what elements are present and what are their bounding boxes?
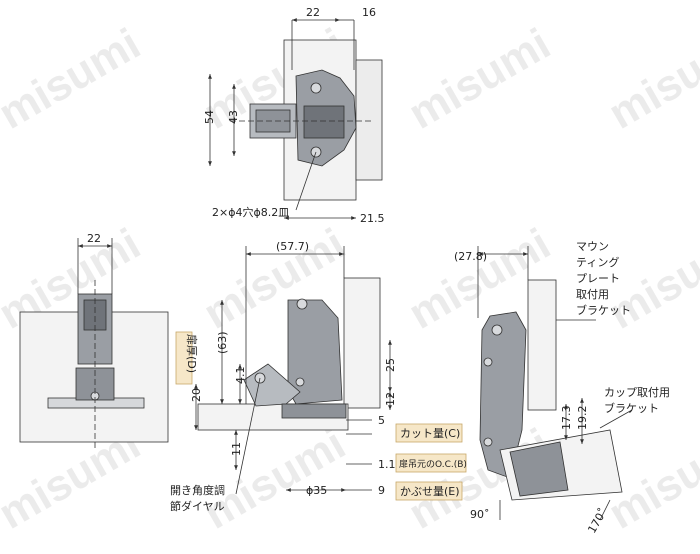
leader-line <box>235 377 261 495</box>
cut-amount-label: カット量(C) <box>400 427 460 440</box>
dim-label: (57.7) <box>276 240 309 253</box>
dim-label: 20 <box>190 388 203 402</box>
dim-label: 21.5 <box>360 212 385 225</box>
ext-line <box>599 499 611 521</box>
hinge-cup-side <box>281 403 347 419</box>
watermark-text: misumi <box>0 19 148 138</box>
dim-label: (63) <box>216 331 229 354</box>
watermark-text: misumi <box>401 19 559 138</box>
leader-line <box>295 151 317 211</box>
dim-label: 19.2 <box>576 406 589 431</box>
cup-label-line: ブラケット <box>604 401 659 415</box>
pivot-open <box>491 324 503 336</box>
dim-label: 22 <box>87 232 101 245</box>
dim-label: 25 <box>384 358 397 372</box>
hole-note: 2×ϕ4穴ϕ8.2皿 <box>212 205 289 219</box>
cut-amount-box <box>395 423 463 443</box>
angle-label: 170˚ <box>585 506 610 535</box>
mount-label-line: プレート <box>576 272 620 285</box>
watermark-text: misumi <box>601 19 700 138</box>
panel-edge <box>355 59 383 181</box>
mount-label-line: マウン <box>576 240 609 253</box>
cabinet-panel-open <box>527 279 557 411</box>
dial-label-line2: 節ダイヤル <box>170 499 225 513</box>
oc-box <box>395 453 467 473</box>
top-view <box>208 18 383 220</box>
open-view <box>477 246 633 521</box>
cabinet-panel <box>343 277 381 409</box>
pivot <box>296 298 308 310</box>
mount-label-line: ティング <box>576 255 619 269</box>
hinge-cup-open <box>509 441 569 497</box>
pivot-open <box>483 437 493 447</box>
mount-label-line: ブラケット <box>576 303 631 317</box>
dim-label: 43 <box>227 110 240 124</box>
dim-label: 16 <box>362 6 376 19</box>
dim-label: 5 <box>378 414 385 427</box>
cup-label-line: カップ取付用 <box>604 386 670 399</box>
oc-label: 扉吊元のO.C.(B) <box>399 458 467 470</box>
dim-label: 1.1 <box>378 458 396 471</box>
dim-label: 54 <box>203 110 216 124</box>
screw-hole-top <box>310 82 322 94</box>
dim-label: 12 <box>384 392 397 406</box>
dial-label-line1: 開き角度調 <box>170 483 225 497</box>
door-thickness-label: 扉厚(D) <box>185 334 198 373</box>
pivot <box>295 377 305 387</box>
cover-amount-box <box>395 481 463 501</box>
leader-line <box>599 409 633 429</box>
pivot-open <box>483 357 493 367</box>
dim-label: ϕ35 <box>306 484 327 497</box>
cover-amount-label: かぶせ量(E) <box>400 485 460 498</box>
hinge-cup-core <box>303 105 345 139</box>
dim-label: (27.8) <box>454 250 487 263</box>
front-view <box>19 238 169 450</box>
dim-label: 17.3 <box>560 406 573 431</box>
side-view <box>194 246 392 495</box>
angle-label: 90˚ <box>470 508 490 521</box>
dim-label: 22 <box>306 6 320 19</box>
mount-label-line: 取付用 <box>576 288 609 301</box>
dim-label: 9 <box>378 484 385 497</box>
watermark-text: misumi <box>196 419 354 538</box>
side-view-labels: 扉厚(D) カット量(C) 扉吊元のO.C.(B) かぶせ量(E) 開き角度調 … <box>170 331 467 513</box>
dim-label: 4.1 <box>234 367 247 385</box>
dim-label: 11 <box>230 442 243 456</box>
door-thickness-box <box>175 331 193 385</box>
